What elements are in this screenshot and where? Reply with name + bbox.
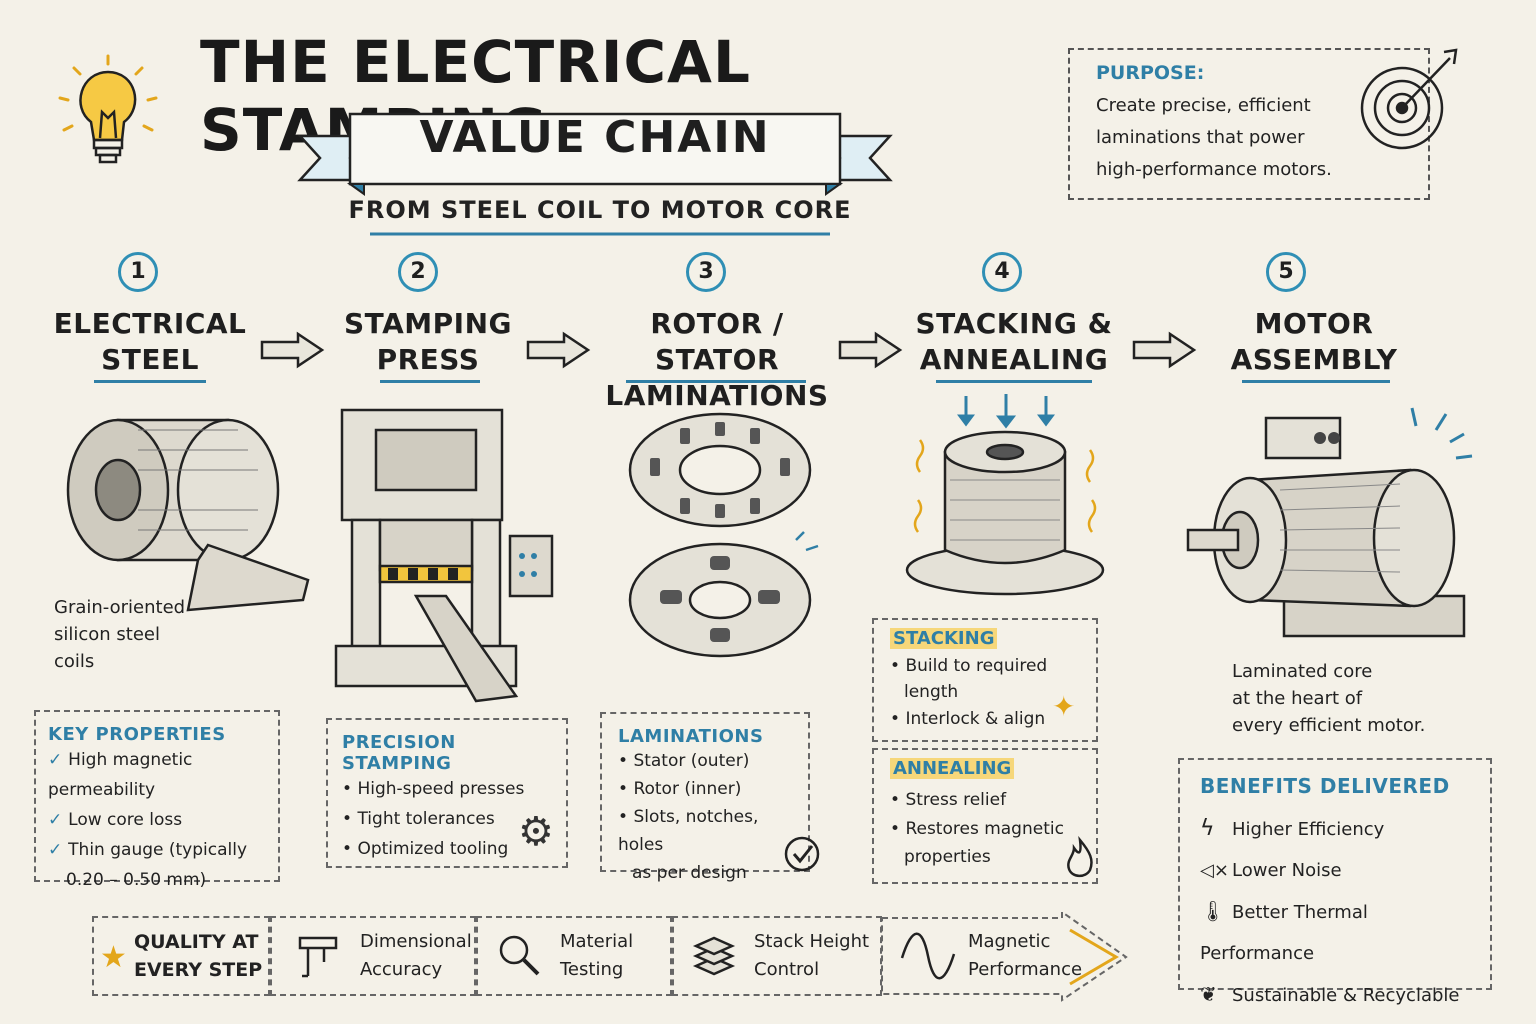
annealing-box: ANNEALING • Stress relief • Restores mag… (872, 748, 1098, 884)
laminations-heading: LAMINATIONS (618, 726, 764, 747)
precision-stamping-heading: PRECISION STAMPING (342, 732, 456, 774)
purpose-box: PURPOSE: Create precise, efficient lamin… (1068, 48, 1430, 200)
key-properties-heading: KEY PROPERTIES (48, 724, 226, 745)
step-number-4: 4 (982, 252, 1022, 292)
precision-stamping-box: PRECISION STAMPING • High-speed presses … (326, 718, 568, 868)
step-underline (94, 380, 206, 383)
list-item: length (904, 682, 959, 702)
page-subtitle: FROM STEEL COIL TO MOTOR CORE (348, 196, 852, 224)
caliper-icon (298, 936, 338, 978)
arrow-right-icon (838, 331, 903, 369)
arrow-right-icon (526, 331, 591, 369)
list-item: • Restores magnetic (890, 819, 1064, 839)
motor-illustration (1186, 407, 1473, 638)
list-item: ✓ Low core loss (48, 810, 183, 830)
purpose-line: high-performance motors. (1096, 159, 1332, 180)
benefit-item: 🌡︎Better Thermal Performance (1200, 891, 1470, 974)
step-number-2: 2 (398, 252, 438, 292)
benefit-item: ❦Sustainable & Recyclable (1200, 974, 1470, 1016)
speaker-mute-icon: ◁× (1200, 860, 1229, 881)
step-underline (380, 380, 480, 383)
step-underline (936, 380, 1092, 383)
step-number-1: 1 (118, 252, 158, 292)
purpose-heading: PURPOSE: (1096, 62, 1205, 84)
step-number-5: 5 (1266, 252, 1306, 292)
page-title-line2: VALUE CHAIN (419, 112, 771, 163)
list-item: • Interlock & align (890, 709, 1046, 729)
flame-icon (1067, 836, 1093, 878)
stack-icon (692, 936, 736, 976)
interlock-icon: ✦ (1052, 690, 1076, 723)
key-properties-box: KEY PROPERTIES ✓ High magnetic permeabil… (34, 710, 280, 890)
list-item: • Build to required (890, 656, 1048, 676)
list-item: ✓ High magnetic permeability (48, 750, 193, 800)
quality-cell (476, 916, 672, 996)
step-label-4: STACKING &ANNEALING (915, 307, 1113, 376)
arrow-right-icon (1132, 331, 1197, 369)
stamping-press-illustration (334, 408, 554, 703)
stacking-heading: STACKING (890, 628, 998, 649)
steel-coil-illustration (66, 418, 310, 612)
list-item: • Slots, notches, holes (618, 807, 759, 855)
stacked-core-illustration (905, 394, 1105, 596)
list-item: properties (904, 847, 991, 867)
step-underline (626, 380, 806, 383)
star-icon: ★ (100, 940, 127, 975)
gear-icon: ⚙ (518, 809, 554, 855)
lightning-icon: ϟ (1200, 816, 1215, 841)
magnifier-icon (499, 935, 540, 976)
benefit-item: ◁×Lower Noise (1200, 850, 1470, 891)
list-item: • Stator (outer) (618, 751, 750, 771)
list-item: • Optimized tooling (342, 839, 509, 859)
purpose-line: laminations that power (1096, 127, 1305, 148)
list-item: • Rotor (inner) (618, 779, 742, 799)
quality-cell (92, 916, 270, 996)
thermometer-icon: 🌡︎ (1200, 899, 1226, 923)
benefits-heading: BENEFITS DELIVERED (1200, 774, 1450, 798)
arrow-right-icon (260, 331, 325, 369)
step-number-3: 3 (686, 252, 726, 292)
list-item: • Stress relief (890, 790, 1007, 810)
wave-icon (900, 932, 956, 980)
list-item: • High-speed presses (342, 779, 525, 799)
quality-arrow-outline (881, 912, 1128, 1002)
lightbulb-icon (58, 54, 158, 164)
list-item: • Tight tolerances (342, 809, 495, 829)
laminations-illustration (628, 412, 819, 658)
annealing-heading: ANNEALING (890, 758, 1015, 779)
target-icon (1360, 48, 1458, 150)
leaf-icon: ❦ (1200, 982, 1217, 1006)
stacking-box: STACKING • Build to required length • In… (872, 618, 1098, 742)
list-item: as per design (632, 863, 747, 883)
checkmark-circle-icon (784, 836, 820, 872)
step-underline (1242, 380, 1390, 383)
quality-cell (270, 916, 476, 996)
purpose-line: Create precise, efficient (1096, 95, 1311, 116)
subtitle-underline (370, 232, 830, 236)
list-item: 0.20 – 0.50 mm) (66, 870, 207, 890)
list-item: ✓ Thin gauge (typically (48, 840, 248, 860)
ribbon-banner (297, 112, 893, 196)
laminations-box: LAMINATIONS • Stator (outer) • Rotor (in… (600, 712, 810, 883)
